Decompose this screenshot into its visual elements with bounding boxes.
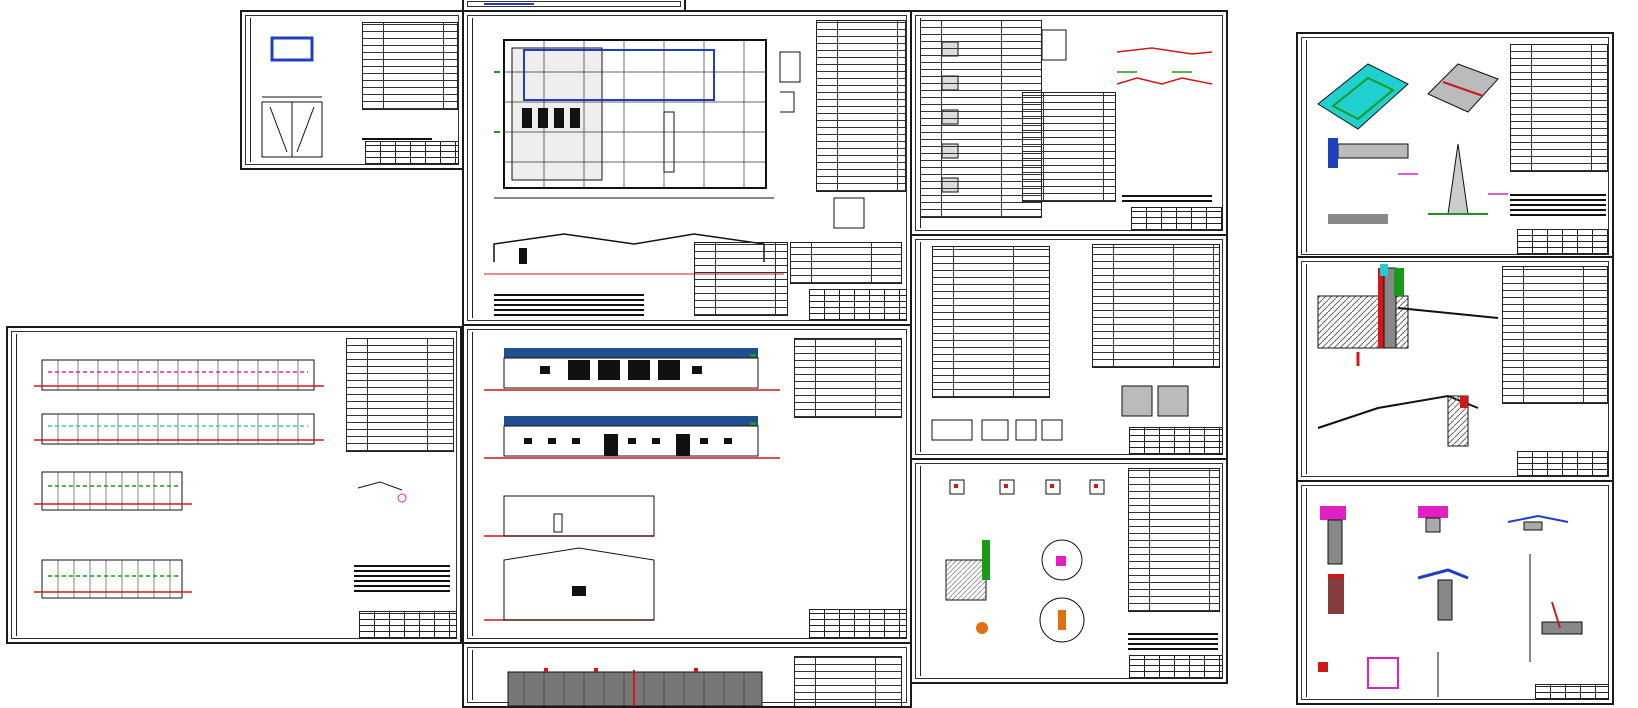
title-block xyxy=(809,289,907,321)
roof-nodes-drawing xyxy=(1317,63,1508,224)
spec-table xyxy=(1128,468,1220,612)
drawing-sheet-partition-detail[interactable] xyxy=(240,10,464,170)
sheet-binding-strip xyxy=(1300,40,1307,252)
junction-details-drawing xyxy=(1318,506,1583,697)
spec-table xyxy=(790,242,902,284)
window-schedule-drawing xyxy=(931,385,1189,441)
drawing-sheet-window-nodes[interactable] xyxy=(910,458,1228,684)
sheet-binding-strip xyxy=(1300,264,1307,474)
spec-table xyxy=(346,338,454,452)
title-block xyxy=(359,611,457,639)
title-block xyxy=(1129,655,1223,679)
materials-table xyxy=(1022,92,1116,202)
roof-plan-drawing xyxy=(507,668,763,706)
spec-table xyxy=(1510,44,1608,172)
legend-table xyxy=(816,20,906,192)
explication-table xyxy=(694,242,788,316)
sheet-binding-strip xyxy=(914,466,921,676)
window-nodes-drawing xyxy=(945,479,1105,643)
sheet-binding-strip xyxy=(244,18,251,162)
sheet-binding-strip xyxy=(914,242,921,452)
drawing-sheet-wall-elevations[interactable] xyxy=(6,326,462,644)
title-block xyxy=(365,141,459,165)
notes-text xyxy=(1122,192,1212,202)
spec-table xyxy=(932,246,1050,398)
spec-table xyxy=(1092,244,1220,368)
drawing-sheet-specifications[interactable] xyxy=(910,10,1228,236)
drawing-sheet-facades[interactable] xyxy=(462,324,912,644)
notes-text xyxy=(1510,194,1606,216)
foundation-section-drawing xyxy=(1317,264,1499,447)
facades-drawing xyxy=(484,348,780,621)
title-block xyxy=(809,609,907,639)
title-block xyxy=(1517,229,1609,255)
drawing-sheet-roof-plan[interactable] xyxy=(462,642,912,708)
wall-elevations-drawing xyxy=(34,359,407,599)
notes-text xyxy=(494,292,644,316)
sheet-binding-strip xyxy=(466,650,473,700)
title-block xyxy=(1517,451,1609,477)
spec-table xyxy=(794,338,902,418)
floor-plan-drawing xyxy=(484,39,865,275)
drawing-sheet-window-schedule[interactable] xyxy=(910,234,1228,460)
drawing-sheet-floor-plan[interactable] xyxy=(462,10,912,326)
partition-detail-drawing xyxy=(261,36,323,158)
notes-text xyxy=(1128,630,1218,650)
notes-text xyxy=(362,136,432,140)
spec-table xyxy=(362,22,458,110)
drawing-sheet-top-fragment[interactable] xyxy=(462,0,686,12)
drawing-sheet-roof-nodes[interactable] xyxy=(1296,32,1614,260)
drawing-sheet-junction-details[interactable] xyxy=(1296,480,1614,705)
drawing-sheet-foundation-section[interactable] xyxy=(1296,256,1614,482)
sheet-binding-strip xyxy=(1300,488,1307,697)
spec-table xyxy=(1502,266,1608,404)
title-block xyxy=(1535,684,1609,700)
spec-table xyxy=(794,656,902,706)
sheet-binding-strip xyxy=(466,332,473,636)
sheet-binding-strip xyxy=(10,334,17,636)
sheet-binding-strip xyxy=(466,18,473,318)
title-block xyxy=(1129,427,1223,455)
top-fragment-drawing xyxy=(484,3,534,5)
title-block xyxy=(1131,207,1223,231)
notes-text xyxy=(354,564,450,592)
